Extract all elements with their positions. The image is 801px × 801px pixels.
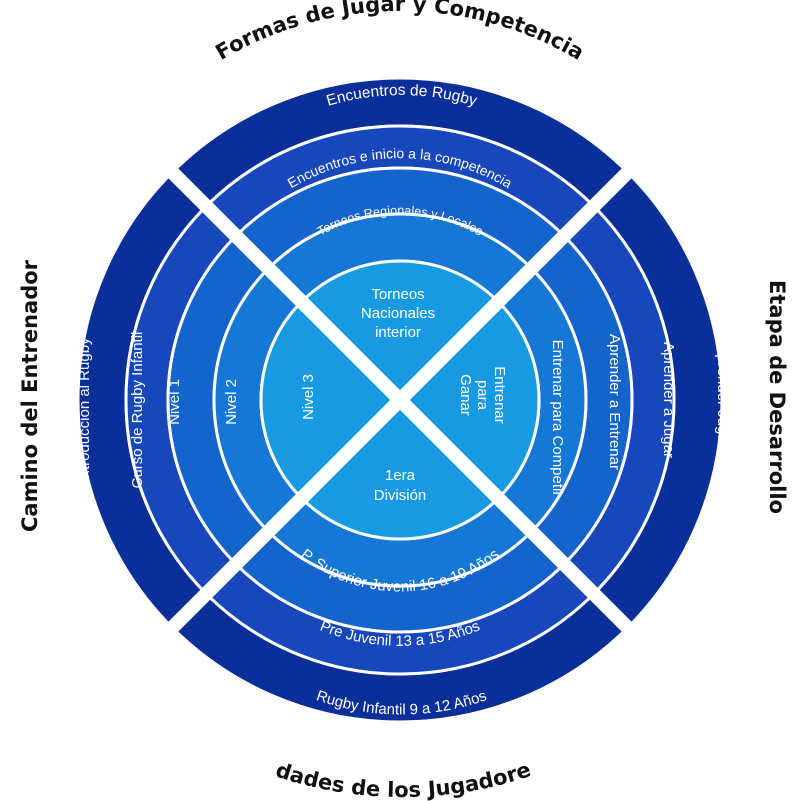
center-segment-bottom (301, 400, 499, 540)
title-left: Camino del Entrenador (18, 259, 42, 532)
left-ring-label-1: Curso de Rugby Infantil (129, 332, 146, 489)
center-segment-right (400, 301, 540, 499)
ring-segments (76, 76, 724, 724)
right-ring-label-0: Aprender Jugando (714, 344, 731, 467)
center-segment-top (301, 260, 499, 400)
quadrant-right-labels: Aprender Jugando Aprender a Jugar Aprend… (549, 334, 731, 496)
title-right: Etapa de Desarrollo (765, 280, 789, 514)
diagonal-separator-1 (161, 161, 639, 639)
quadrant-left-labels: Introducción al Rugby Curso de Rugby Inf… (76, 332, 240, 489)
center-top-line-2: interior (375, 324, 421, 341)
center-outline (259, 259, 541, 541)
right-ring-label-1: Aprender a Jugar (660, 342, 677, 458)
separators (161, 161, 639, 639)
center-bottom-line-0: 1era (385, 467, 416, 484)
right-ring-label-2: Aprender a Entrenar (606, 334, 623, 470)
left-ring-label-3: Nivel 2 (223, 379, 240, 425)
center-right-line-0: Entrenar (491, 366, 508, 424)
center-top-line-1: Nacionales (361, 305, 435, 322)
center-right-line-2: Ganar (457, 374, 474, 416)
center-labels: Torneos Nacionales interior 1era Divisió… (300, 286, 508, 504)
center-bottom-line-1: División (374, 487, 427, 504)
center-segment-left (260, 301, 400, 499)
center-segments (259, 259, 541, 541)
center-top-line-0: Torneos (371, 286, 424, 303)
title-top: Formas de Jugar y Competencia (211, 0, 588, 65)
center-right-line-1: para (474, 380, 491, 411)
left-ring-label-0: Introducción al Rugby (76, 337, 93, 483)
left-ring-label-2: Nivel 1 (166, 379, 183, 425)
top-ring-label-0: Rugby modificado TAG Rugby (293, 36, 506, 71)
right-ring-label-3: Entrenar para Competir (549, 340, 566, 497)
center-left-label: Nivel 3 (300, 374, 317, 420)
bottom-ring-label-0: Pre Rugby 6 a 8 Años (328, 731, 475, 757)
